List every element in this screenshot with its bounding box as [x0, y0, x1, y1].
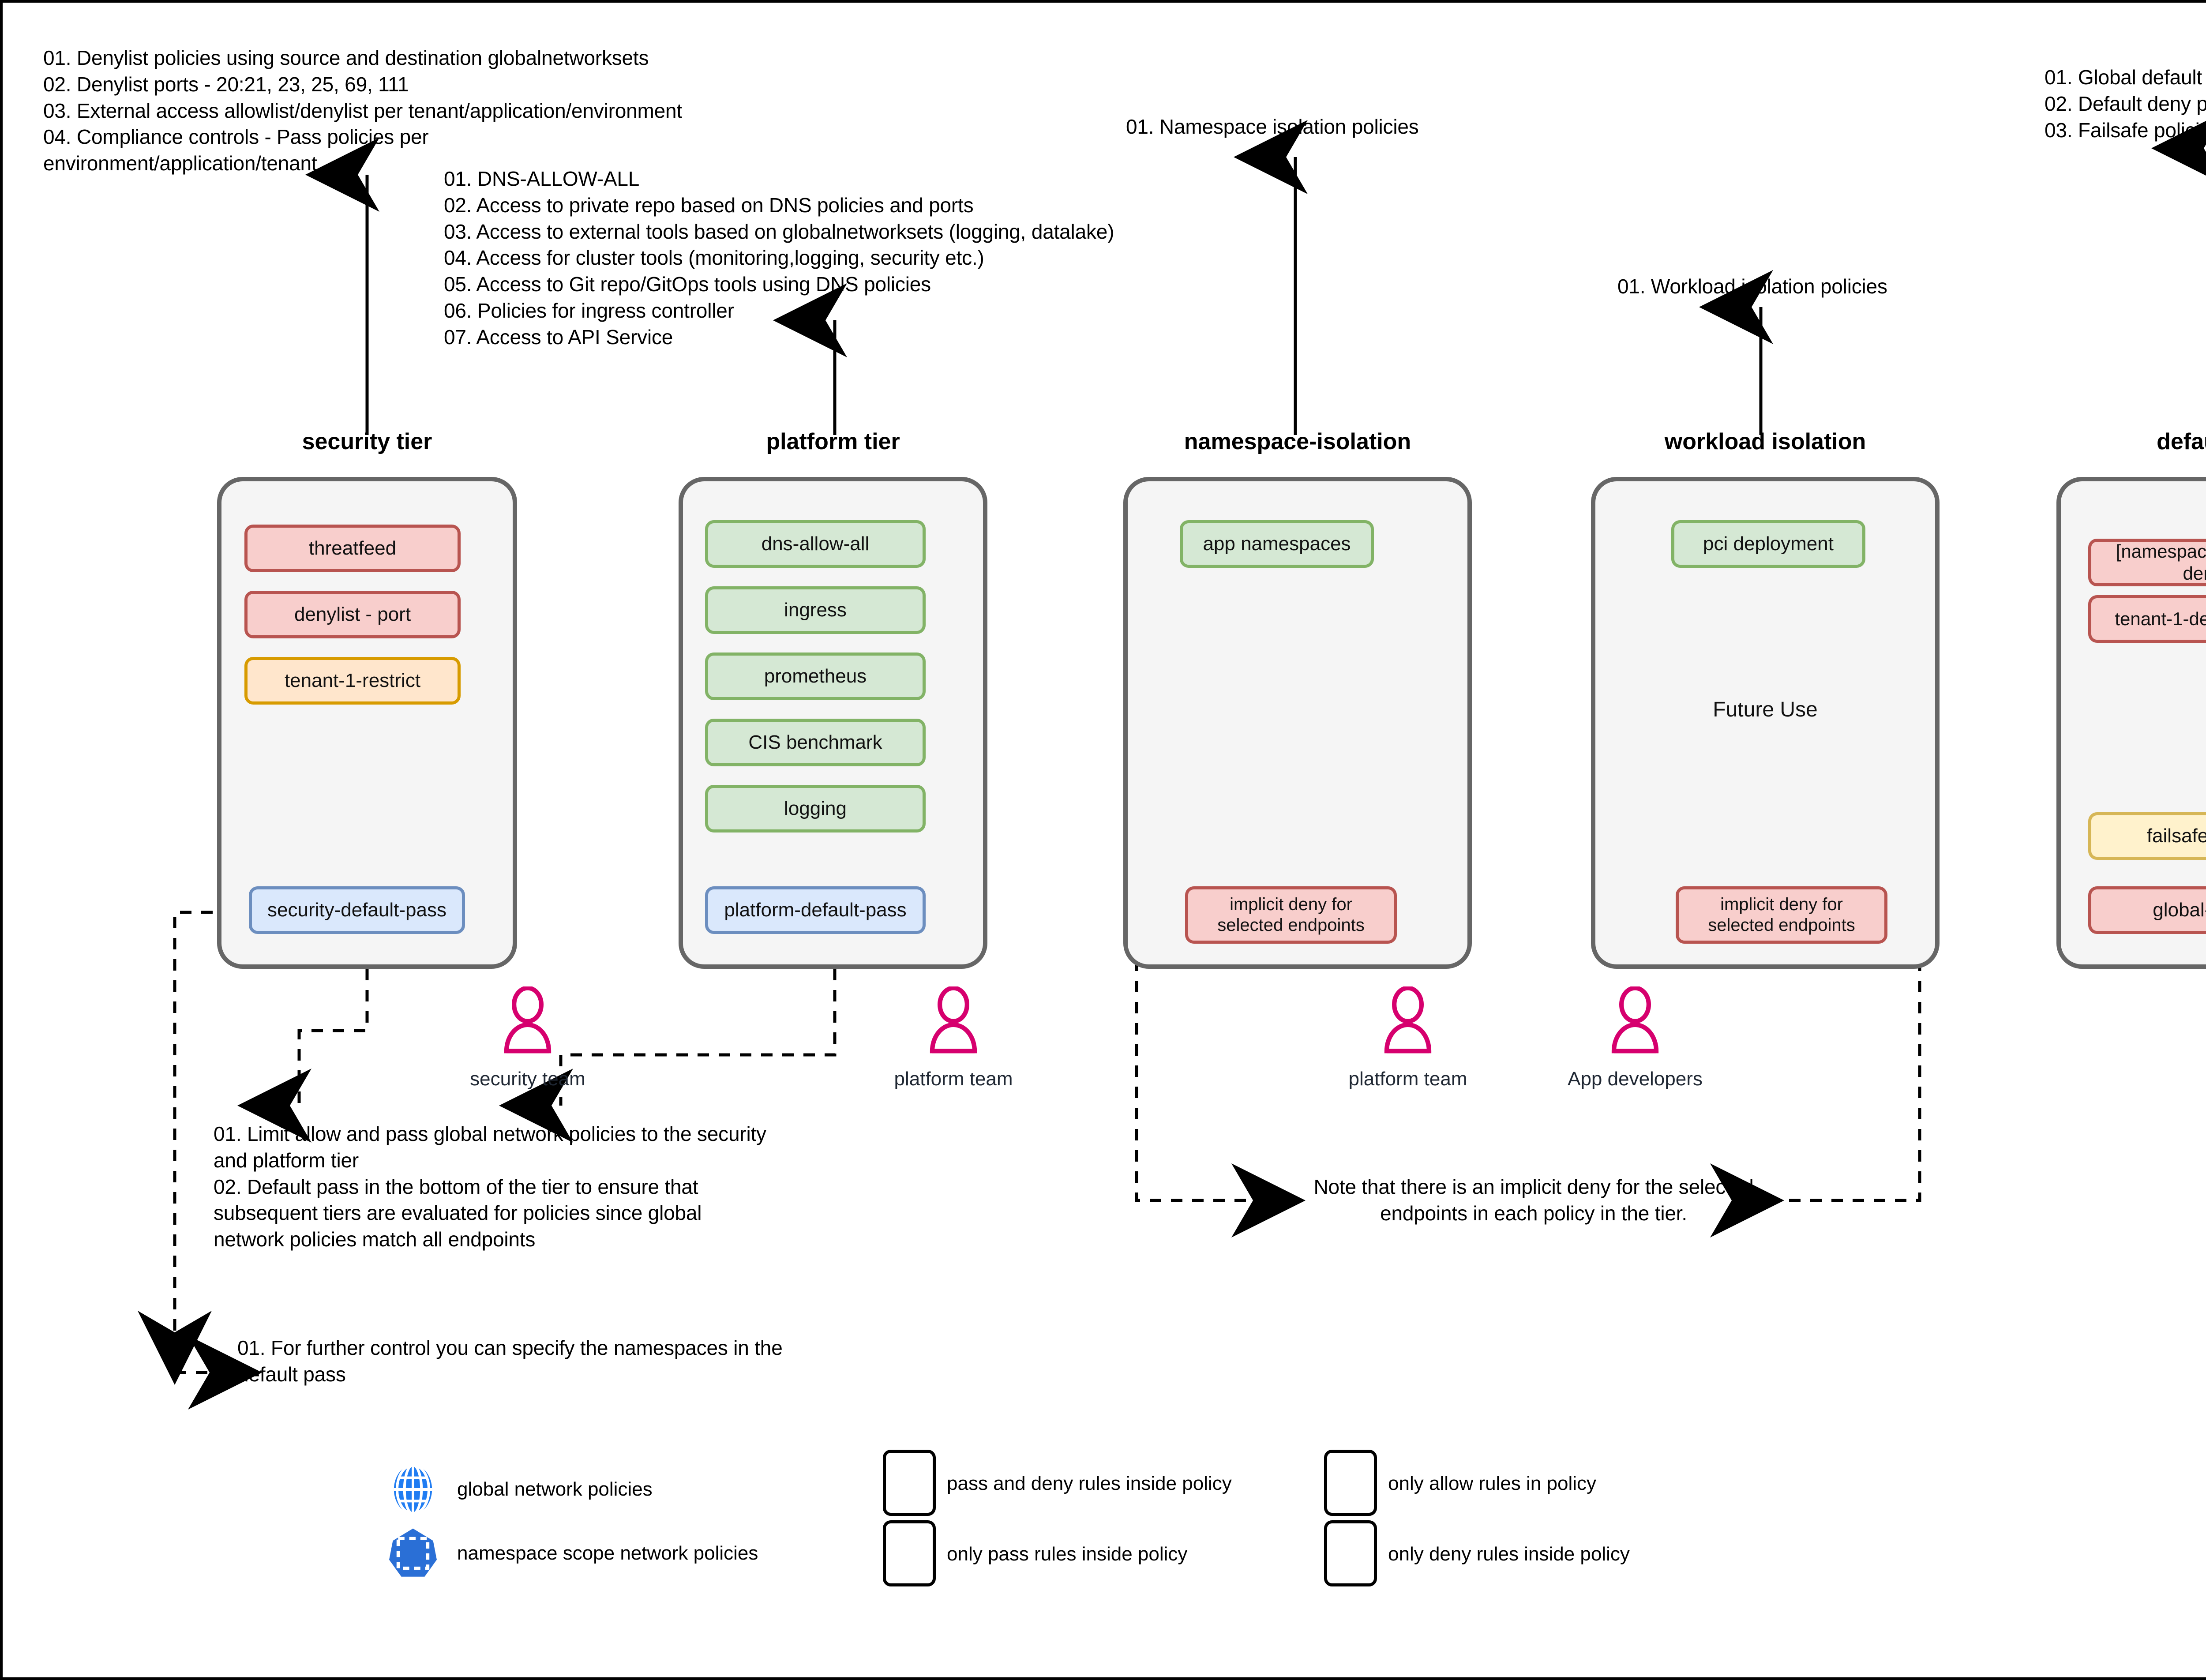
tier-title: security tier	[302, 429, 432, 454]
person-icon	[1614, 988, 1656, 1051]
policy-pill[interactable]: [namespace]-default-deny	[2088, 539, 2206, 586]
policy-pill[interactable]: app namespaces	[1180, 520, 1374, 568]
policy-pill[interactable]: dns-allow-all	[705, 520, 926, 568]
future-use-label: Future Use	[1713, 698, 1818, 721]
legend-label-only-deny-rules: only deny rules inside policy	[1388, 1543, 1630, 1565]
team-label-platform-team-mid: platform team	[1348, 1068, 1467, 1090]
security-tier-notes: 01. Denylist policies using source and d…	[43, 46, 682, 175]
tier-title: workload isolation	[1664, 429, 1866, 454]
policy-pill[interactable]: platform-default-pass	[705, 886, 926, 934]
platform-tier-notes: 01. DNS-ALLOW-ALL 02. Access to private …	[444, 167, 1114, 349]
tier-body: pci deployment Future Use implicit deny …	[1591, 477, 1940, 969]
policy-pill[interactable]: failsafe-allow	[2088, 812, 2206, 860]
legend-swatch-only-allow	[1324, 1450, 1377, 1516]
legend-swatch-only-pass	[883, 1520, 936, 1586]
team-label-security-team-left: security team	[470, 1068, 585, 1090]
default-pass-note: 01. For further control you can specify …	[237, 1336, 783, 1386]
policy-pill[interactable]: CIS benchmark	[705, 719, 926, 766]
policy-pill[interactable]: tenant-1-default-deny	[2088, 595, 2206, 643]
tier-body: app namespaces implicit deny for selecte…	[1123, 477, 1472, 969]
legend-label-global-network-policies: global network policies	[457, 1478, 653, 1500]
policy-pill[interactable]: prometheus	[705, 652, 926, 700]
policy-pill[interactable]: pci deployment	[1671, 520, 1865, 568]
person-icon	[1387, 988, 1429, 1051]
globe-icon	[394, 1465, 432, 1514]
policy-pill[interactable]: tenant-1-restrict	[244, 657, 461, 705]
person-icon	[932, 988, 975, 1051]
legend-label-only-allow-rules: only allow rules in policy	[1388, 1473, 1596, 1494]
person-icon	[506, 988, 549, 1051]
policy-pill[interactable]: denylist - port	[244, 591, 461, 638]
tier-title: namespace-isolation	[1184, 429, 1411, 454]
legend-swatch-pass-and-deny	[883, 1450, 936, 1516]
policy-pill[interactable]: security-default-pass	[249, 886, 465, 934]
tier-title: default tier	[2157, 429, 2206, 454]
legend-swatch-only-deny	[1324, 1520, 1377, 1586]
policy-pill[interactable]: global-deny	[2088, 886, 2206, 934]
legend-label-namespace-scope-network-policies: namespace scope network policies	[457, 1542, 758, 1564]
policy-pill[interactable]: logging	[705, 785, 926, 832]
connector-security-tier-to-note	[237, 969, 369, 1143]
tier-title: platform tier	[766, 429, 900, 454]
implicit-deny-note: Note that there is an implicit deny for …	[1313, 1175, 1754, 1225]
policy-pill[interactable]: threatfeed	[244, 525, 461, 572]
team-label-platform-team-left: platform team	[894, 1068, 1013, 1090]
namespace-isolation-note: 01. Namespace isolation policies	[1126, 115, 1419, 138]
legend-label-only-pass-rules: only pass rules inside policy	[947, 1543, 1188, 1565]
workload-isolation-note: 01. Workload isolation policies	[1617, 275, 1887, 298]
default-tier-notes: 01. Global default deny 02. Default deny…	[2045, 66, 2206, 142]
policy-pill[interactable]: implicit deny for selected endpoints	[1676, 886, 1887, 944]
policy-pill[interactable]: ingress	[705, 586, 926, 634]
namespace-icon	[389, 1529, 437, 1577]
tier-body: [namespace]-default-deny tenant-1-defaul…	[2056, 477, 2206, 969]
team-label-app-developers: App developers	[1568, 1068, 1703, 1090]
legend-label-pass-and-deny-rules: pass and deny rules inside policy	[947, 1473, 1232, 1494]
global-policy-note: 01. Limit allow and pass global network …	[214, 1122, 766, 1251]
tier-body: dns-allow-all ingress prometheus CIS ben…	[679, 477, 987, 969]
tier-body: threatfeed denylist - port tenant-1-rest…	[217, 477, 517, 969]
policy-pill[interactable]: implicit deny for selected endpoints	[1185, 886, 1397, 944]
